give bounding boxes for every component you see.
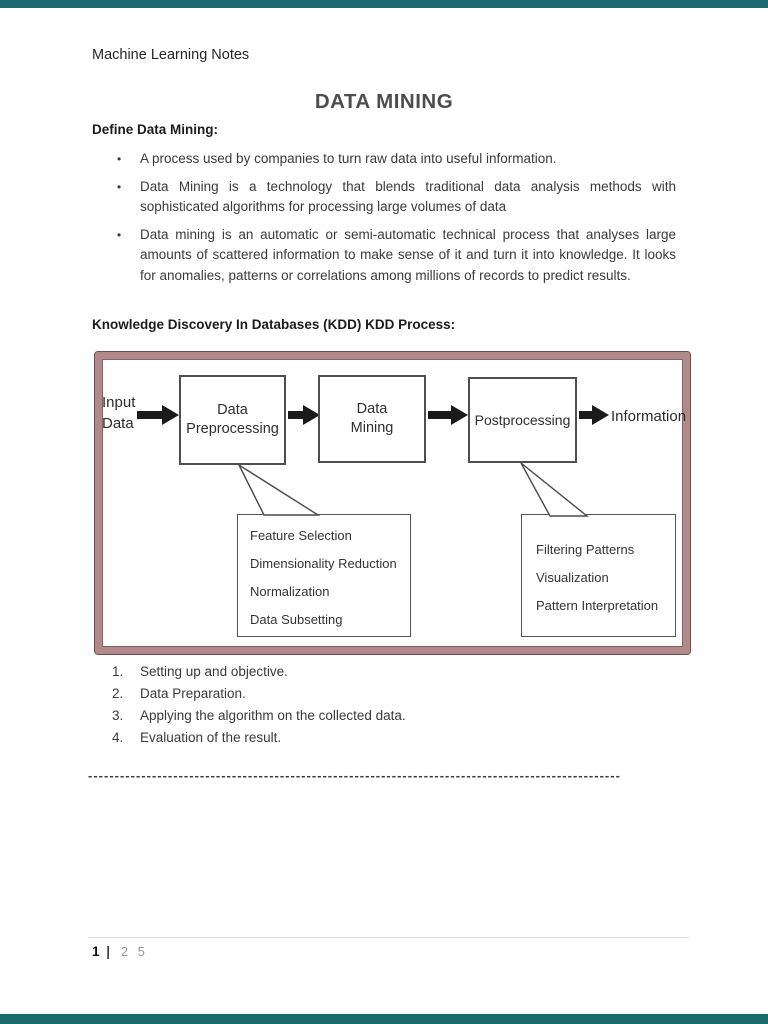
kdd-heading: Knowledge Discovery In Databases (KDD) K… — [92, 317, 456, 332]
callout-line: Feature Selection — [250, 528, 352, 543]
callout-line: Dimensionality Reduction — [250, 556, 397, 571]
diagram-input-label: Input Data — [102, 392, 135, 434]
step-text: Data Preparation. — [140, 686, 246, 701]
box-text-line: Preprocessing — [186, 421, 279, 437]
diagram-output-label: Information — [611, 408, 687, 425]
footer-page-total: 2 5 — [120, 944, 148, 959]
callout-line: Visualization — [536, 570, 609, 585]
bullet-icon: • — [117, 152, 122, 166]
box-text-line: Mining — [350, 420, 394, 436]
section-separator: ----------------------------------------… — [88, 768, 621, 783]
step-number: 1. — [112, 664, 124, 679]
box-text-line: Postprocessing — [474, 411, 571, 428]
list-item: 2. Data Preparation. — [112, 683, 406, 705]
step-text: Evaluation of the result. — [140, 730, 282, 745]
step-number: 4. — [112, 730, 124, 745]
kdd-steps-list: 1. Setting up and objective. 2. Data Pre… — [112, 661, 406, 749]
preprocessing-callout-box: Feature Selection Dimensionality Reducti… — [237, 514, 411, 637]
list-item: • A process used by companies to turn ra… — [117, 149, 677, 170]
define-heading: Define Data Mining: — [92, 122, 219, 137]
step-text: Setting up and objective. — [140, 664, 288, 679]
viewer-bottom-bar — [0, 1014, 768, 1024]
bullet-text: Data mining is an automatic or semi-auto… — [140, 226, 676, 283]
callout-line: Filtering Patterns — [536, 542, 635, 557]
input-label-line2: Data — [102, 415, 134, 432]
list-item: 3. Applying the algorithm on the collect… — [112, 705, 406, 727]
box-text-line: Data — [356, 401, 388, 417]
flow-arrow-icon — [137, 411, 165, 419]
flow-arrowhead-icon — [451, 405, 468, 425]
flow-arrowhead-icon — [303, 405, 320, 425]
flow-arrow-icon — [428, 411, 452, 419]
define-bullet-list: • A process used by companies to turn ra… — [117, 149, 677, 293]
footer-separator: | — [106, 944, 111, 959]
flow-arrowhead-icon — [162, 405, 179, 425]
viewer-top-bar — [0, 0, 768, 8]
list-item: 1. Setting up and objective. — [112, 661, 406, 683]
callout-line: Normalization — [250, 584, 330, 599]
diagram-box-postprocessing: Postprocessing — [468, 377, 577, 463]
footer-page-number: 1 — [92, 944, 100, 959]
postprocessing-callout-box: Filtering Patterns Visualization Pattern… — [521, 514, 676, 637]
diagram-box-data-mining: Data Mining — [318, 375, 426, 463]
footer-divider — [88, 937, 689, 938]
callout-line: Data Subsetting — [250, 612, 343, 627]
step-text: Applying the algorithm on the collected … — [140, 708, 406, 723]
page-footer: 1 | 2 5 — [92, 944, 148, 959]
bullet-text: A process used by companies to turn raw … — [140, 151, 557, 166]
flow-arrow-icon — [579, 411, 593, 419]
list-item: 4. Evaluation of the result. — [112, 727, 406, 749]
list-item: • Data mining is an automatic or semi-au… — [117, 225, 677, 287]
step-number: 2. — [112, 686, 124, 701]
document-header-note: Machine Learning Notes — [92, 47, 250, 63]
diagram-box-data-preprocessing: Data Preprocessing — [179, 375, 286, 465]
page-title: DATA MINING — [314, 90, 454, 113]
input-label-line1: Input — [102, 394, 136, 411]
bullet-icon: • — [117, 179, 122, 194]
bullet-icon: • — [117, 227, 122, 242]
flow-arrowhead-icon — [592, 405, 609, 425]
box-text-line: Data — [217, 402, 248, 418]
flow-arrow-icon — [288, 411, 304, 419]
callout-line: Pattern Interpretation — [536, 598, 659, 613]
step-number: 3. — [112, 708, 124, 723]
list-item: • Data Mining is a technology that blend… — [117, 177, 677, 218]
bullet-text: Data Mining is a technology that blends … — [140, 178, 676, 215]
